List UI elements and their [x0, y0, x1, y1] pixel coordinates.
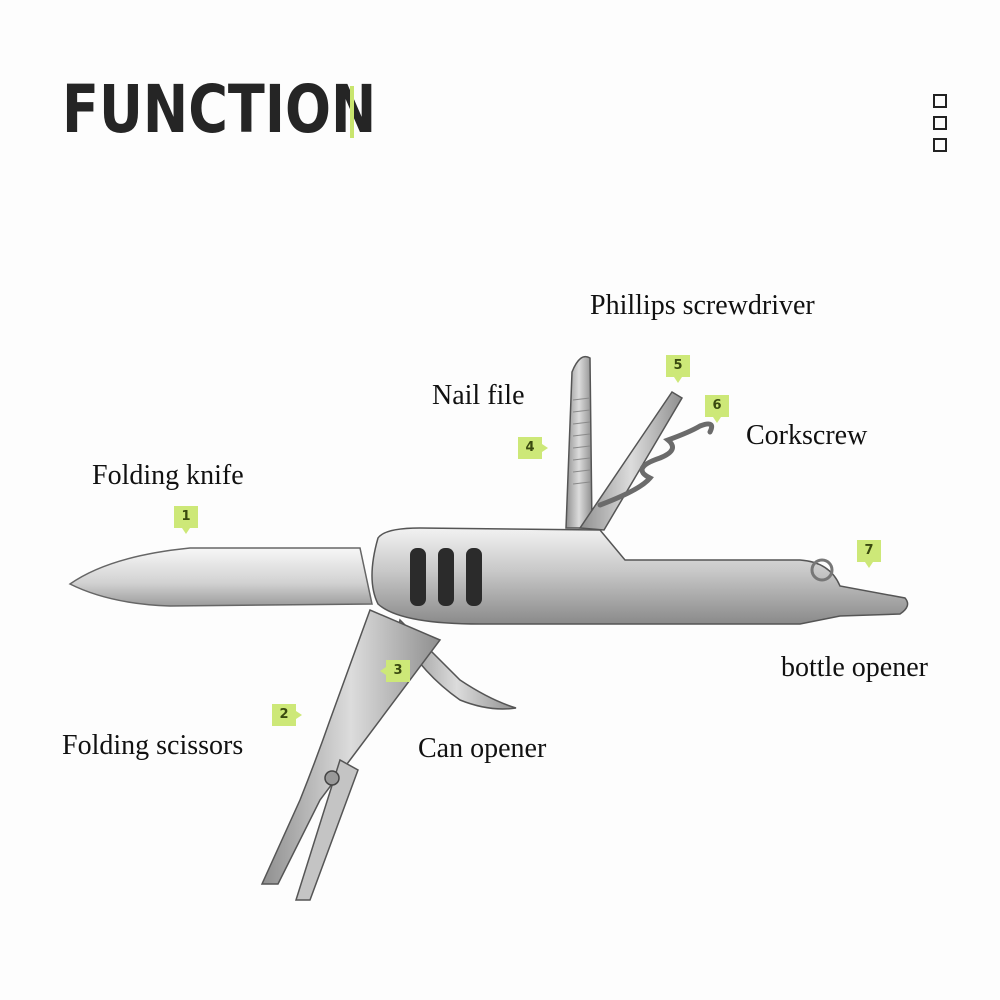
- square-icon: [933, 94, 947, 108]
- marker-2: 2: [272, 704, 302, 726]
- page-title: FUNCTION: [62, 71, 377, 148]
- square-icon: [933, 116, 947, 130]
- square-icon: [933, 138, 947, 152]
- marker-1: 1: [174, 506, 198, 534]
- key-ring: [810, 558, 834, 582]
- label-corkscrew: Corkscrew: [746, 420, 868, 451]
- label-can-opener: Can opener: [418, 733, 547, 764]
- knife-blade: [68, 547, 373, 607]
- scissors-tool: [260, 608, 442, 885]
- marker-4: 4: [518, 437, 548, 459]
- label-folding-knife: Folding knife: [92, 460, 244, 491]
- marker-5: 5: [666, 355, 690, 383]
- corkscrew-tool: [597, 421, 715, 508]
- title-accent-bar: [350, 86, 354, 138]
- marker-7: 7: [857, 540, 881, 568]
- nail-file-tool: [565, 355, 593, 529]
- label-phillips-screwdriver: Phillips screwdriver: [590, 290, 815, 321]
- scissors-blade: [294, 758, 359, 901]
- marker-3: 3: [380, 660, 410, 682]
- scissors-pivot: [324, 770, 340, 786]
- screwdriver-tool: [578, 390, 684, 531]
- marker-6: 6: [705, 395, 729, 423]
- three-squares-icon: [933, 94, 949, 158]
- label-folding-scissors: Folding scissors: [62, 730, 244, 761]
- handle-body: [371, 527, 909, 625]
- label-bottle-opener: bottle opener: [781, 652, 928, 683]
- label-nail-file: Nail file: [432, 380, 525, 411]
